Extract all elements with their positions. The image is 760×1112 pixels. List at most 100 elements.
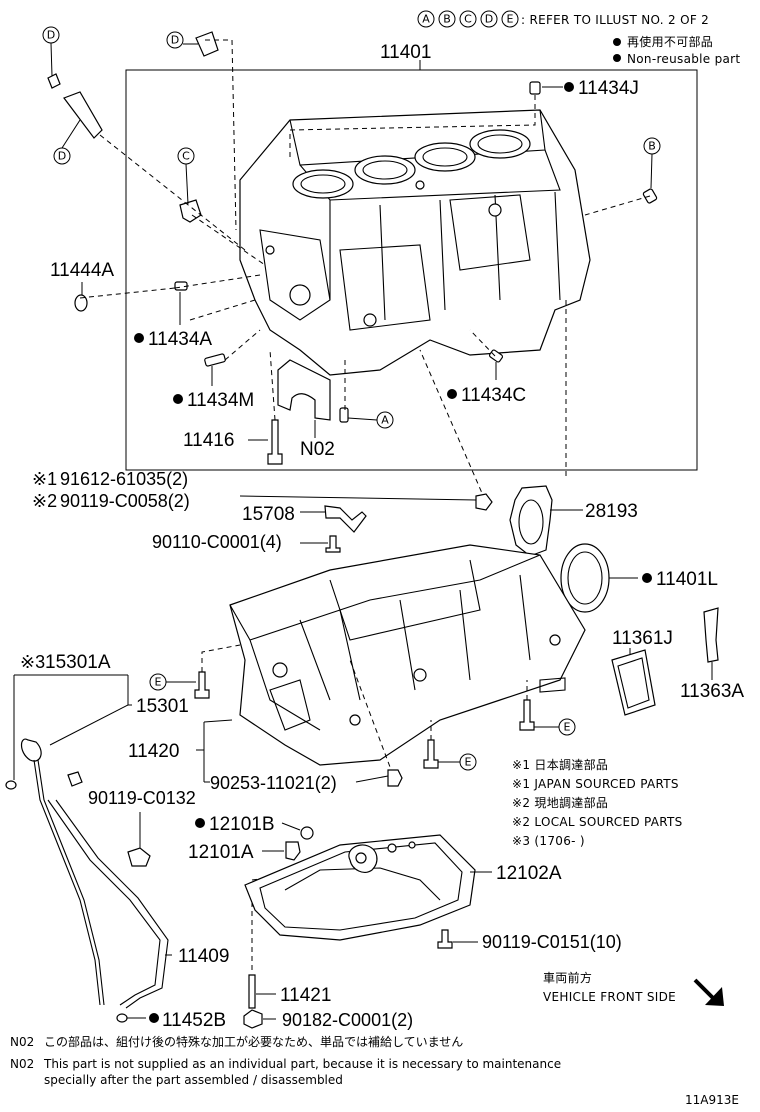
sourcing-line-1: ※1 日本調達部品 bbox=[512, 757, 608, 772]
label-12101b: 12101B bbox=[209, 814, 275, 835]
guide-11409 bbox=[47, 799, 161, 1006]
footnote-code-1: N02 bbox=[10, 1035, 34, 1049]
ref-a: A bbox=[381, 414, 389, 427]
plug-12101a bbox=[285, 841, 301, 861]
sourcing-line-2: ※1 JAPAN SOURCED PARTS bbox=[512, 777, 679, 791]
label-11444a: 11444A bbox=[50, 260, 114, 281]
sourcing-line-4: ※2 LOCAL SOURCED PARTS bbox=[512, 815, 683, 829]
bearing-cap-n02 bbox=[277, 359, 331, 421]
label-11363a: 11363A bbox=[680, 681, 744, 702]
label-11409: 11409 bbox=[178, 946, 229, 967]
footnote-code-2: N02 bbox=[10, 1057, 34, 1071]
refer-letter-d: D bbox=[485, 13, 493, 26]
cylinder-block-upper bbox=[239, 109, 591, 376]
pin-a bbox=[339, 407, 349, 423]
refer-legend: A B C D E : REFER TO ILLUST NO. 2 OF 2 再… bbox=[417, 10, 740, 66]
sensor-15708 bbox=[324, 505, 367, 533]
ring-15301a bbox=[5, 780, 17, 790]
bolt-d-small bbox=[47, 73, 61, 89]
plug-11444a bbox=[74, 294, 88, 312]
ref-c: C bbox=[182, 150, 190, 163]
label-90119-c0058: 90119-C0058(2) bbox=[60, 491, 190, 511]
dipstick-15301 bbox=[33, 759, 101, 1006]
footnote-en-1: This part is not supplied as an individu… bbox=[43, 1057, 561, 1071]
gasket-12101b bbox=[300, 826, 314, 840]
bolt-91612 bbox=[475, 493, 493, 511]
plug-c bbox=[179, 199, 202, 223]
label-91612-61035: 91612-61035(2) bbox=[60, 469, 188, 489]
bolt-90119-c0151 bbox=[437, 929, 453, 949]
pin-11434m bbox=[204, 353, 226, 367]
refer-letter-e: E bbox=[507, 13, 514, 26]
label-15301: 15301 bbox=[136, 696, 189, 717]
mark-3-a: ※3 bbox=[20, 652, 45, 672]
cover-11361j bbox=[611, 649, 656, 716]
plate-11363a bbox=[703, 607, 719, 663]
crankcase-11420 bbox=[229, 544, 586, 766]
pin-11434j bbox=[529, 81, 541, 95]
non-reusable-dot-icon bbox=[613, 54, 621, 62]
mark-1-a: ※1 bbox=[32, 469, 57, 489]
sourcing-line-3: ※2 現地調達部品 bbox=[512, 795, 608, 810]
sourcing-line-5: ※3 (1706- ) bbox=[512, 834, 585, 848]
dashed-leaders-upper bbox=[79, 39, 651, 501]
direction-en: VEHICLE FRONT SIDE bbox=[543, 990, 676, 1004]
label-11401: 11401 bbox=[380, 42, 431, 63]
label-90182-c0001: 90182-C0001(2) bbox=[282, 1010, 413, 1030]
label-28193: 28193 bbox=[585, 501, 638, 522]
direction-jp: 車両前方 bbox=[543, 970, 592, 985]
o-ring-11452b bbox=[116, 1013, 128, 1023]
ref-d-2: D bbox=[58, 150, 66, 163]
mark-2-a: ※2 bbox=[32, 491, 57, 511]
bolt-11416 bbox=[267, 419, 283, 465]
guide-11409-top bbox=[67, 771, 83, 787]
dipstick-handle bbox=[20, 738, 42, 762]
plug-d-top bbox=[195, 31, 219, 57]
label-90110-c0001: 90110-C0001(4) bbox=[152, 532, 282, 552]
legend-en: Non-reusable part bbox=[627, 52, 740, 66]
bolt-e-2 bbox=[519, 699, 535, 731]
label-11361j: 11361J bbox=[612, 628, 673, 649]
fitting-d bbox=[63, 91, 103, 139]
label-11420: 11420 bbox=[128, 741, 179, 762]
label-11434m: 11434M bbox=[187, 390, 254, 411]
refer-letter-a: A bbox=[422, 13, 430, 26]
non-reusable-dot-icon bbox=[613, 38, 621, 46]
ref-e-2: E bbox=[564, 721, 571, 734]
label-n02: N02 bbox=[300, 439, 335, 460]
label-12101a: 12101A bbox=[188, 842, 254, 863]
ref-b: B bbox=[648, 140, 656, 153]
refer-letter-c: C bbox=[464, 13, 472, 26]
label-90119-c0151: 90119-C0151(10) bbox=[482, 932, 622, 952]
ref-d-1: D bbox=[47, 29, 55, 42]
label-15301a: 15301A bbox=[45, 652, 111, 673]
label-90119-c0132: 90119-C0132 bbox=[88, 788, 196, 808]
refer-letter-b: B bbox=[443, 13, 451, 26]
ref-e-1: E bbox=[155, 676, 162, 689]
bolt-e-1 bbox=[194, 671, 210, 699]
block-group-frame bbox=[125, 69, 698, 471]
nut-90182 bbox=[243, 1009, 263, 1029]
ref-e-3: E bbox=[465, 756, 472, 769]
footnote-en-2: specially after the part assembled / dis… bbox=[44, 1073, 343, 1087]
oil-pan-12102a bbox=[244, 834, 476, 941]
label-11434j: 11434J bbox=[578, 78, 639, 99]
illustration-id: 11A913E bbox=[685, 1093, 739, 1107]
plug-90253 bbox=[387, 769, 403, 787]
label-15708: 15708 bbox=[242, 504, 295, 525]
refer-text: : REFER TO ILLUST NO. 2 OF 2 bbox=[521, 13, 709, 27]
label-11452b: 11452B bbox=[162, 1010, 226, 1031]
front-arrow-icon bbox=[693, 978, 724, 1006]
bolt-e-3 bbox=[423, 739, 439, 769]
label-11416: 11416 bbox=[183, 430, 234, 451]
gasket-28193 bbox=[509, 485, 553, 557]
footnote-jp: この部品は、組付け後の特殊な加工が必要なため、単品では補給していません bbox=[44, 1034, 463, 1049]
ref-d-3: D bbox=[171, 34, 179, 47]
label-11434c: 11434C bbox=[461, 385, 526, 406]
label-11401l: 11401L bbox=[656, 569, 718, 590]
legend-jp: 再使用不可部品 bbox=[627, 34, 713, 49]
label-90253-11021: 90253-11021(2) bbox=[210, 773, 337, 793]
label-11434a: 11434A bbox=[148, 329, 212, 350]
label-12102a: 12102A bbox=[496, 863, 562, 884]
